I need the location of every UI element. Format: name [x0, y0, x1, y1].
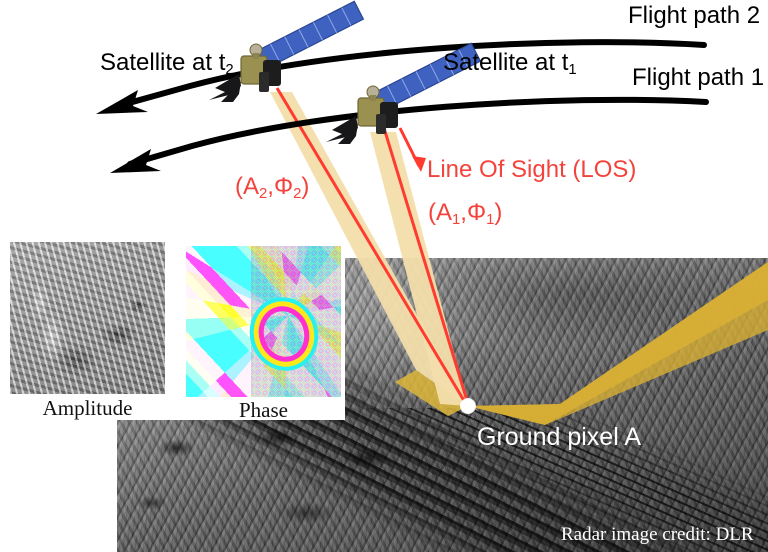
flight-path-2-label: Flight path 2: [628, 2, 761, 29]
amplitude-phase-1-label: (A1,Φ1): [428, 199, 502, 228]
amplitude-phase-2-label: (A2,Φ2): [235, 173, 309, 202]
ap1-sub-a: 1: [452, 212, 461, 229]
ap2-mid: ,Φ: [267, 173, 294, 200]
beam-t1-outer: [370, 132, 468, 406]
terrain-canyon-ridge-secondary: [297, 408, 768, 552]
phase-decorrelation-noise: [251, 246, 341, 397]
flight-path-2-line: [115, 39, 707, 109]
ap1-mid: ,Φ: [460, 199, 487, 226]
down-arrow-icon: [412, 156, 426, 172]
phase-image: [186, 246, 341, 397]
ap1-close: ): [494, 199, 503, 226]
satellite-icon-t2: [209, 0, 365, 102]
ap1-sub-b: 1: [486, 212, 495, 229]
ground-pixel-label: Ground pixel A: [477, 423, 641, 451]
ap2-close: ): [301, 173, 310, 200]
ap2-sub-b: 2: [293, 186, 302, 203]
satellite-t1-label-text: Satellite at t: [443, 49, 569, 76]
ground-swath-wedge-2: [468, 262, 768, 425]
ground-point-marker: [461, 399, 475, 413]
ap1-open: (A: [428, 199, 452, 226]
phase-caption: Phase: [239, 398, 288, 422]
satellite-t1-label-sub: 1: [568, 62, 577, 79]
flight-path-1-line: [127, 96, 709, 167]
ap2-sub-a: 2: [259, 186, 268, 203]
satellite-t1-label: Satellite at t1: [443, 49, 577, 78]
los-ray-t2: [275, 87, 468, 405]
ap2-open: (A: [235, 173, 259, 200]
line-of-sight-label: Line Of Sight (LOS): [427, 156, 637, 183]
satellite-t2-label: Satellite at t2: [100, 49, 234, 78]
los-ray-t1: [382, 127, 470, 405]
satellite-t2-label-text: Satellite at t: [100, 49, 226, 76]
flight-path-2-arrowhead: [96, 90, 148, 114]
flight-path-1-arrowhead: [110, 149, 161, 173]
image-credit: Radar image credit: DLR: [561, 524, 754, 545]
satellite-t2-label-sub: 2: [225, 62, 234, 79]
amplitude-image: [10, 242, 165, 394]
satellite-icon-t1: [326, 42, 482, 144]
amplitude-caption: Amplitude: [42, 396, 133, 420]
flight-path-1-label: Flight path 1: [632, 64, 765, 91]
